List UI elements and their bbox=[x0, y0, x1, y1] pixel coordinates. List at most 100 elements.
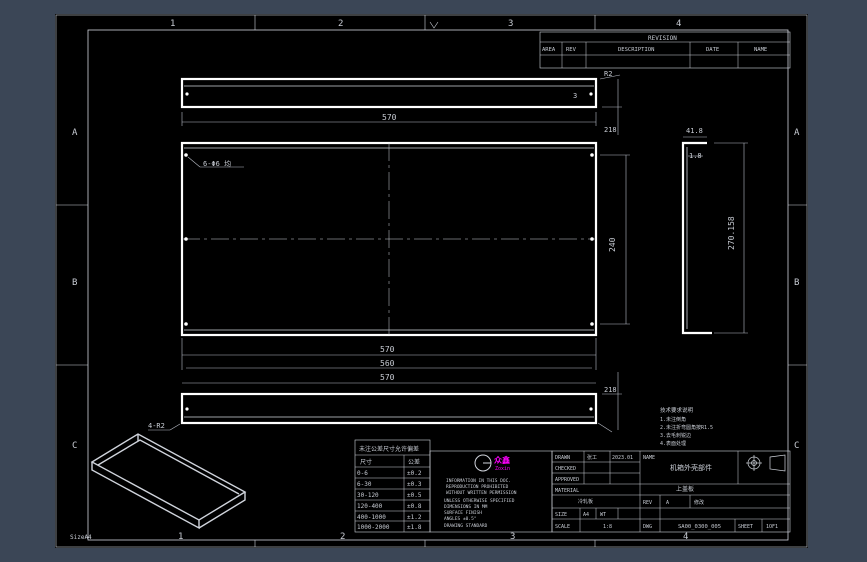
inner-border bbox=[87, 29, 789, 541]
label-rev: REV bbox=[643, 500, 652, 506]
tolerance-value: ±1.8 bbox=[407, 524, 422, 531]
col-marker-2-top: 2 bbox=[338, 19, 343, 29]
company-line: ANGLES ±0.5° bbox=[444, 516, 477, 522]
col-marker-4-bottom: 4 bbox=[683, 532, 688, 542]
col-marker-3-bottom: 3 bbox=[510, 532, 515, 542]
dwg-number: SA00_0300_005 bbox=[678, 524, 721, 530]
tolerance-table: 未注公差尺寸允许偏差 尺寸 公差 0-6 ±0.2 6-30 ±0.3 30-1… bbox=[354, 439, 431, 533]
label-sheet: SHEET bbox=[738, 524, 753, 530]
company-line: DIMENSIONS IN MM bbox=[444, 504, 488, 510]
label-size: SIZE bbox=[555, 512, 567, 518]
projection-symbol-icon bbox=[746, 454, 786, 472]
revision-title: REVISION bbox=[648, 35, 677, 42]
tolerance-range: 120-400 bbox=[357, 503, 383, 510]
row-marker-c-left: C bbox=[72, 441, 77, 451]
dim-side-top: 41.8 bbox=[686, 127, 703, 135]
size-label: SizeA4 bbox=[70, 534, 92, 541]
row-marker-a-left: A bbox=[72, 128, 78, 138]
company-line: REPRODUCTION PROHIBITED bbox=[446, 484, 509, 490]
row-marker-a-right: A bbox=[794, 128, 800, 138]
row-marker-b-left: B bbox=[72, 278, 77, 288]
dim-top-strip-corner: R2 bbox=[604, 70, 612, 78]
weight-label: WT bbox=[600, 512, 606, 518]
rev-value: A bbox=[666, 500, 669, 506]
col-marker-2-bottom: 2 bbox=[340, 532, 345, 542]
label-drawn: DRAWN bbox=[555, 455, 570, 461]
label-dwg: DWG bbox=[643, 524, 652, 530]
tolerance-header-tol: 公差 bbox=[408, 458, 420, 466]
label-name: NAME bbox=[643, 455, 655, 461]
part-name: 机箱外壳部件 bbox=[670, 463, 712, 472]
label-scale: SCALE bbox=[555, 524, 570, 530]
dim-panel-width-inner: 560 bbox=[380, 359, 395, 368]
tolerance-value: ±0.2 bbox=[407, 470, 422, 477]
revision-header-area: AREA bbox=[542, 47, 556, 53]
col-marker-4-top: 4 bbox=[676, 19, 681, 29]
company-line: INFORMATION IN THIS DOC. bbox=[446, 478, 511, 484]
note-line: 3.去毛刺锐边 bbox=[660, 432, 691, 439]
dim-bottom-strip-height: 218 bbox=[604, 386, 617, 394]
tolerance-header-size: 尺寸 bbox=[360, 458, 372, 466]
logo-text: 众鑫 bbox=[494, 455, 510, 465]
scale-value: 1:8 bbox=[603, 524, 612, 530]
tolerance-range: 6-30 bbox=[357, 481, 372, 488]
panel-hole-note: 6-Φ6 均 bbox=[203, 159, 231, 168]
dim-bottom-strip-length: 570 bbox=[380, 373, 395, 382]
dim-panel-width-outer: 570 bbox=[380, 345, 395, 354]
outer-border bbox=[55, 14, 808, 548]
dim-side-height: 270.158 bbox=[727, 216, 736, 250]
company-line: UNLESS OTHERWISE SPECIFIED bbox=[444, 498, 515, 504]
dim-top-strip-height: 218 bbox=[604, 126, 617, 134]
note-line: 4.表面处理 bbox=[660, 440, 686, 447]
dim-side-thickness: 1.8 bbox=[689, 152, 702, 160]
dim-panel-height: 240 bbox=[608, 237, 617, 252]
bottom-strip-view: 570 218 4-R2 bbox=[148, 372, 622, 433]
tolerance-title: 未注公差尺寸允许偏差 bbox=[359, 445, 419, 453]
logo-sub: Zoxin bbox=[495, 466, 510, 472]
material-value: 冷轧板 bbox=[578, 498, 593, 505]
revision-table: REVISION AREA REV DESCRIPTION DATE NAME bbox=[539, 31, 791, 69]
part-sub: 上盖板 bbox=[676, 485, 694, 493]
company-line: WITHOUT WRITTEN PERMISSION bbox=[446, 490, 517, 496]
isometric-view bbox=[90, 433, 247, 530]
label-material: MATERIAL bbox=[555, 488, 579, 494]
company-line: DRAWING STANDARD bbox=[444, 523, 488, 529]
revision-header-rev: REV bbox=[566, 47, 577, 53]
tolerance-range: 400-1000 bbox=[357, 514, 386, 521]
revision-header-date: DATE bbox=[706, 47, 719, 53]
revision-header-description: DESCRIPTION bbox=[618, 47, 654, 53]
bottom-corner-note: 4-R2 bbox=[148, 422, 165, 430]
col-marker-3-top: 3 bbox=[508, 19, 513, 29]
title-block: DRAWN 张工 2023.01 CHECKED APPROVED MATERI… bbox=[551, 450, 791, 533]
col-marker-1-top: 1 bbox=[170, 19, 175, 29]
tolerance-value: ±0.5 bbox=[407, 492, 422, 499]
size-value: A4 bbox=[583, 512, 589, 518]
tolerance-range: 1000-2000 bbox=[357, 524, 390, 531]
technical-notes: 技术要求说明 1.未注倒角 2.未注折弯圆角按R1.5 3.去毛刺锐边 4.表面… bbox=[660, 406, 713, 447]
main-panel-view: 6-Φ6 均 240 570 560 bbox=[180, 141, 630, 370]
side-view: 41.8 1.8 270.158 bbox=[681, 127, 748, 335]
dim-top-strip-length: 570 bbox=[382, 113, 397, 122]
drawn-date: 2023.01 bbox=[612, 455, 633, 461]
tolerance-value: ±0.3 bbox=[407, 481, 422, 488]
tolerance-value: ±0.8 bbox=[407, 503, 422, 510]
note-line: 2.未注折弯圆角按R1.5 bbox=[660, 424, 713, 431]
rev-label: 修改 bbox=[694, 499, 704, 506]
label-checked: CHECKED bbox=[555, 466, 576, 472]
row-marker-b-right: B bbox=[794, 278, 799, 288]
drawn-name: 张工 bbox=[587, 454, 597, 461]
top-strip-view: 570 R2 3 218 bbox=[180, 70, 622, 135]
revision-header-name: NAME bbox=[754, 47, 767, 53]
sheet-value: 1OF1 bbox=[766, 524, 778, 530]
row-marker-c-right: C bbox=[794, 441, 799, 451]
company-line: SURFACE FINISH bbox=[444, 510, 482, 516]
tolerance-value: ±1.2 bbox=[407, 514, 422, 521]
dim-top-strip-hole: 3 bbox=[573, 92, 577, 100]
note-line: 1.未注倒角 bbox=[660, 416, 686, 423]
col-marker-1-bottom: 1 bbox=[178, 532, 183, 542]
label-approved: APPROVED bbox=[555, 477, 579, 483]
tolerance-range: 0-6 bbox=[357, 470, 368, 477]
tolerance-range: 30-120 bbox=[357, 492, 379, 499]
zone-ticks bbox=[56, 15, 807, 547]
